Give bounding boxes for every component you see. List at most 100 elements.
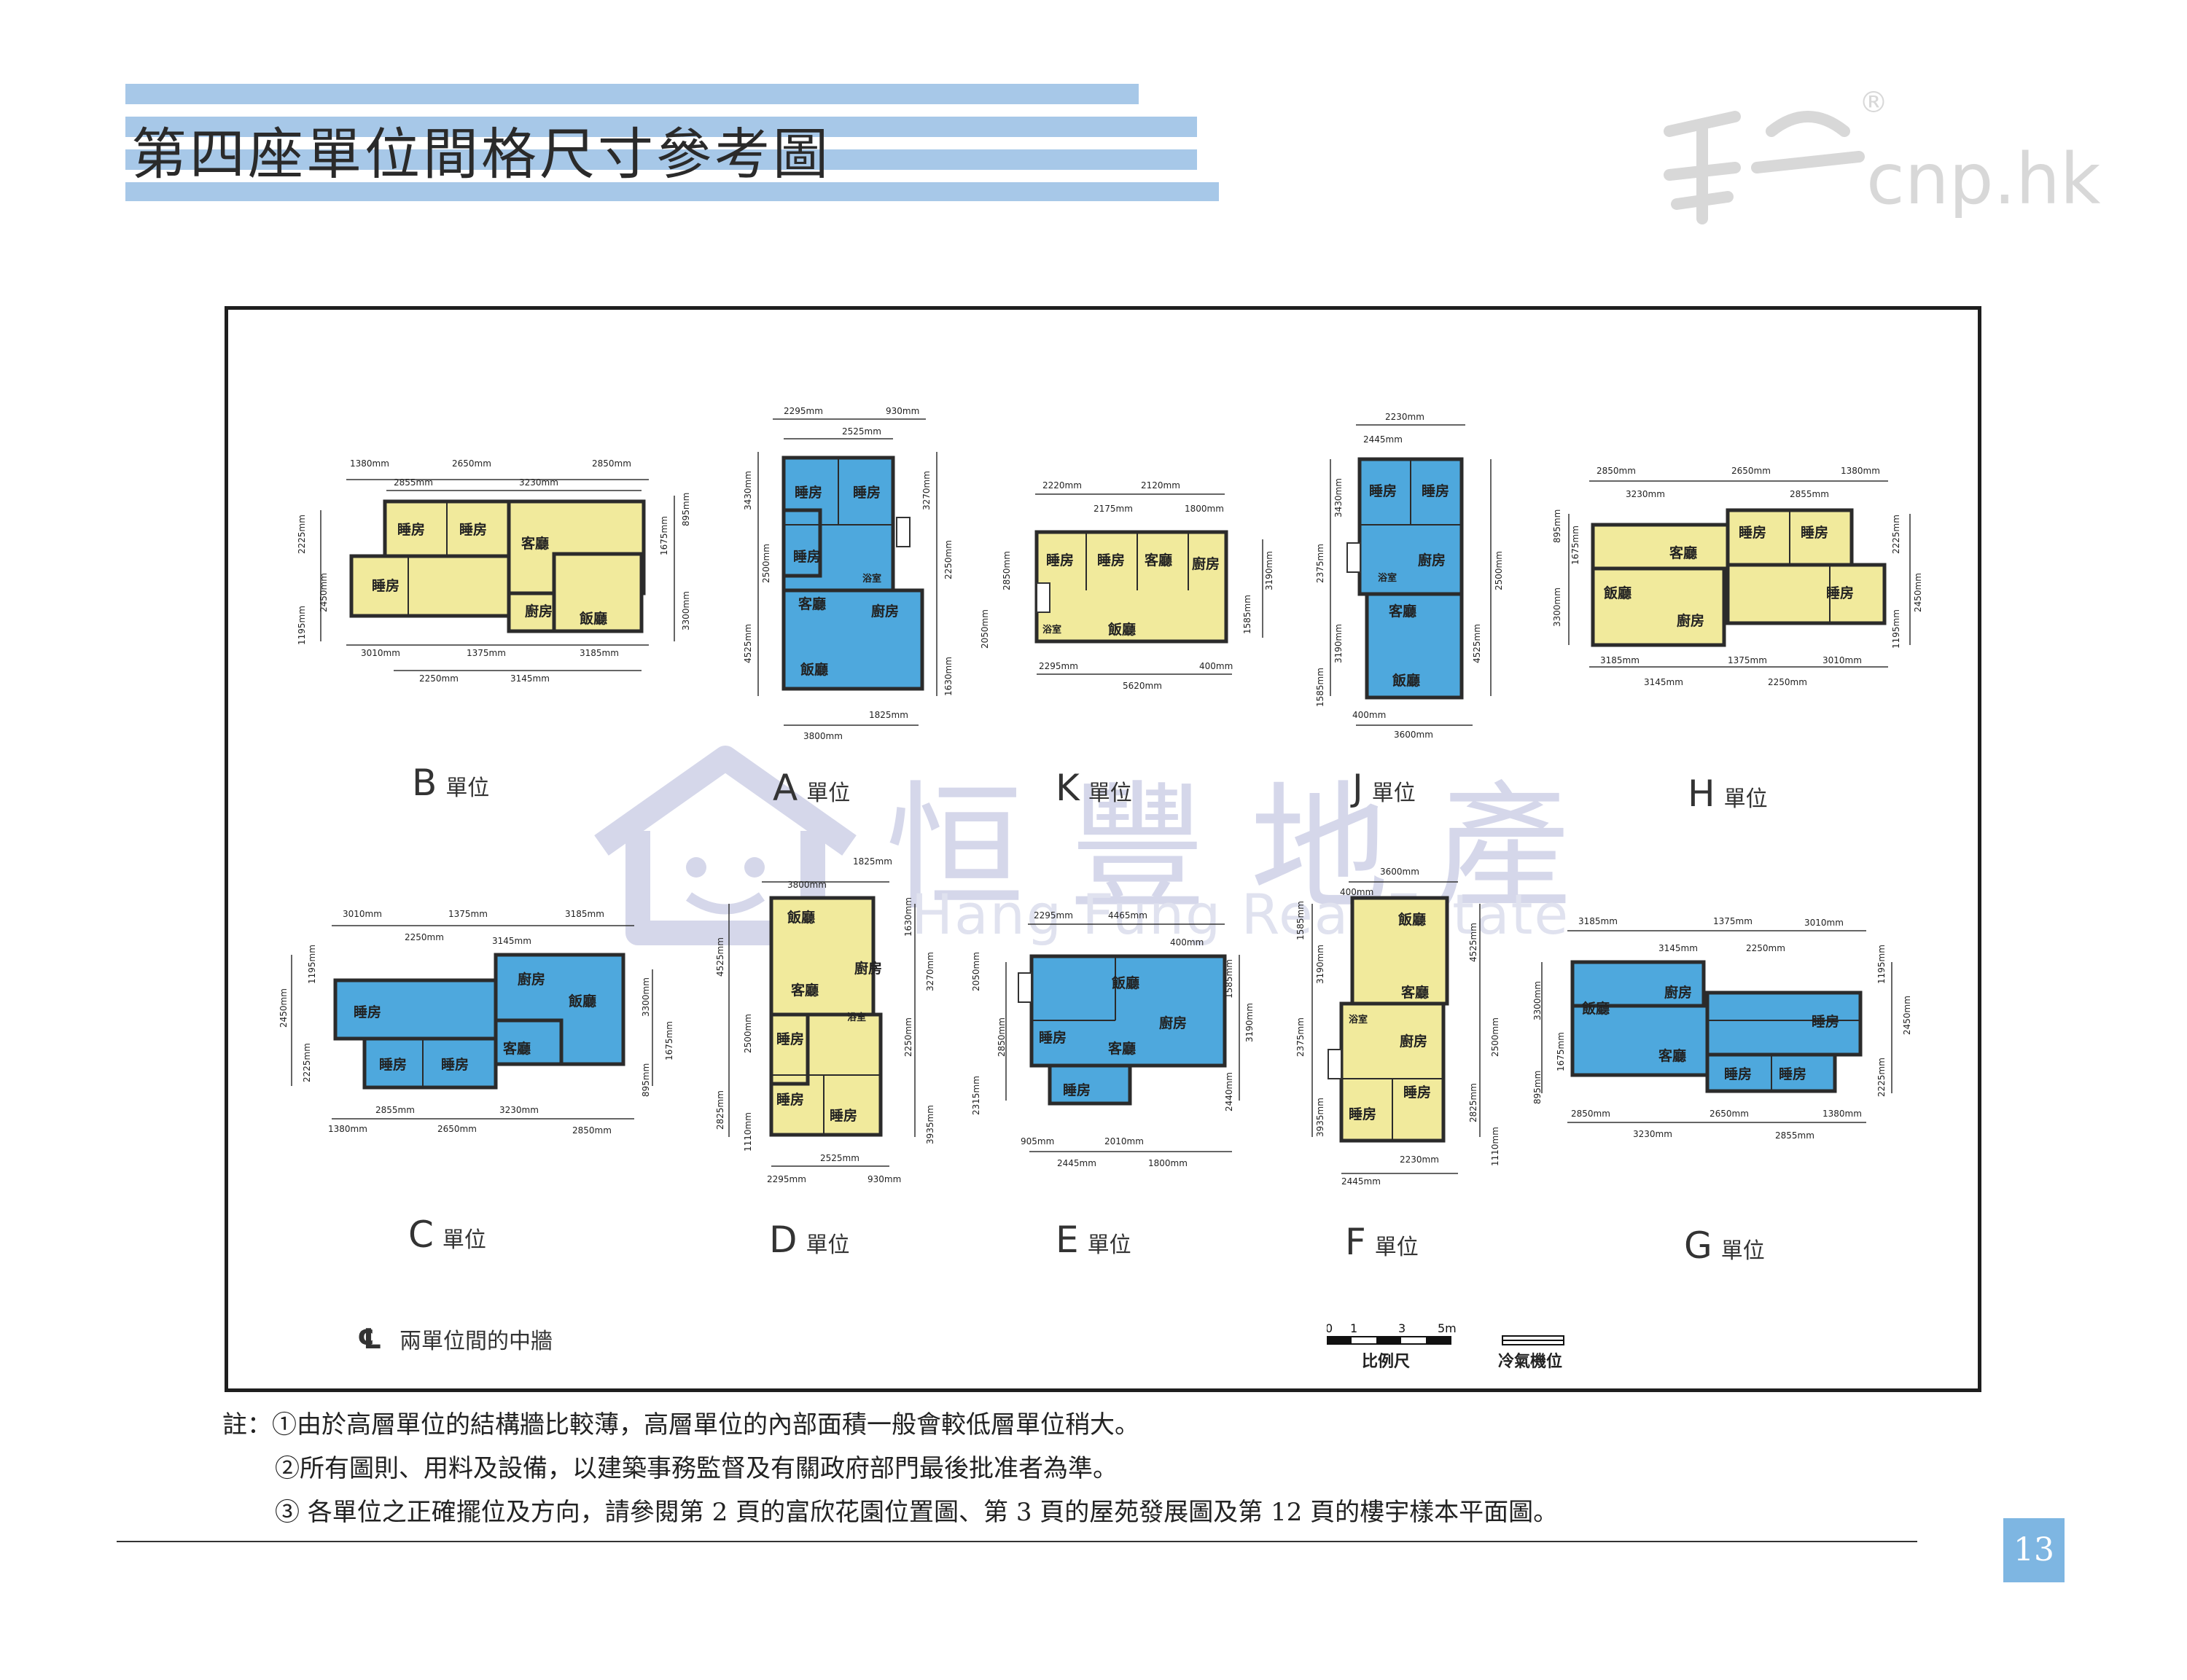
dim-h-16: 2250mm [1768,677,1807,687]
room-f-bath: 浴室 [1349,1014,1368,1025]
room-a-bedroom-2: 睡房 [853,484,881,501]
dim-b-15: 895mm [681,493,691,526]
page-number-badge: 13 [2003,1518,2065,1582]
dim-j-2: 2445mm [1363,434,1403,445]
room-b-dining: 飯廳 [579,610,607,627]
footnotes: 註：①由於高層單位的結構牆比較薄，高層單位的內部面積一般會較低層單位稍大。 ②所… [222,1403,1558,1534]
room-h-dining: 飯廳 [1603,585,1632,601]
dim-a-10: 1825mm [869,710,908,720]
room-b-kitchen: 廚房 [525,603,553,620]
dim-f-7: 4525mm [1468,923,1478,962]
dim-d-2: 3800mm [787,880,827,890]
room-g-bedroom-2: 睡房 [1724,1066,1752,1082]
header-stripe-4 [125,182,1219,201]
room-f-living: 客廳 [1401,984,1429,1001]
room-h-bedroom-1: 睡房 [1739,524,1766,541]
dim-b-5: 3230mm [519,477,558,488]
dim-f-9: 2825mm [1468,1083,1478,1122]
dim-h-13: 1375mm [1728,655,1767,665]
dim-c-6: 1195mm [307,945,317,984]
floorplan-unit-e [1029,954,1227,1106]
page-title: 第四座單位間格尺寸參考圖 [131,122,831,187]
dim-b-16: 3300mm [681,591,691,630]
note-1: 註：①由於高層單位的結構牆比較薄，高層單位的內部面積一般會較低層單位稍大。 [222,1410,1139,1439]
dim-f-6: 3935mm [1315,1098,1325,1137]
note-3: ③ 各單位之正確擺位及方向，請參閱第 2 頁的富欣花園位置圖、第 3 頁的屋苑發… [275,1498,1559,1527]
dim-b-1: 1380mm [350,458,389,469]
room-k-bedroom-1: 睡房 [1046,552,1074,569]
dim-c-3: 3185mm [565,909,604,919]
dim-a-1: 2295mm [784,406,823,416]
dim-e-6: 2315mm [971,1076,981,1115]
ac-legend-icon [1502,1335,1564,1345]
room-b-bedroom-3: 睡房 [372,577,399,594]
dim-j-8: 4525mm [1472,624,1482,663]
dim-d-11: 2525mm [820,1153,859,1163]
scale-bar: 0 1 3 5m [1327,1321,1457,1345]
dim-f-1: 3600mm [1380,867,1419,877]
header-stripe-1 [125,84,1139,104]
cnp-logo [1664,111,1865,224]
floorplan-unit-d [769,896,883,1137]
room-a-bath: 浴室 [862,573,881,585]
centerline-icon: ℄ [357,1323,383,1355]
room-j-kitchen: 廚房 [1418,552,1446,569]
logo-brand-text: cnp.hk [1866,138,2101,220]
dim-g-16: 2855mm [1775,1130,1814,1141]
floorplan-unit-k [1034,530,1228,644]
dim-g-12: 2850mm [1571,1109,1610,1119]
room-f-bedroom-1: 睡房 [1403,1084,1431,1101]
dim-b-7: 1375mm [467,648,506,658]
dim-b-10: 3145mm [510,673,550,684]
room-e-bedroom-1: 睡房 [1039,1029,1067,1046]
room-a-bedroom-1: 睡房 [795,484,822,501]
room-k-living: 客廳 [1145,552,1172,569]
dim-k-5: 2850mm [1002,551,1012,590]
room-e-living: 客廳 [1108,1040,1136,1057]
dim-h-3: 1380mm [1841,466,1880,476]
dim-f-12: 2445mm [1341,1176,1381,1187]
ac-legend-label: 冷氣機位 [1498,1353,1563,1371]
dim-d-7: 1630mm [903,897,913,937]
room-a-living: 客廳 [798,595,826,612]
room-g-dining: 飯廳 [1581,1000,1610,1017]
room-d-living: 客廳 [791,982,819,999]
dim-k-4: 1800mm [1185,504,1224,514]
dim-k-9: 2295mm [1039,661,1078,671]
dim-a-6: 4525mm [743,624,753,663]
registered-mark: ® [1859,86,1888,120]
dim-d-12: 2295mm [767,1174,806,1184]
dim-c-2: 1375mm [448,909,488,919]
dim-f-2: 400mm [1340,887,1373,897]
room-c-bedroom-1: 睡房 [354,1004,381,1020]
dim-g-2: 1375mm [1713,916,1753,926]
room-c-dining: 飯廳 [568,993,596,1009]
dim-c-9: 3300mm [641,977,651,1017]
dim-b-11: 2225mm [297,515,307,554]
dim-h-8: 3300mm [1552,587,1562,627]
dim-j-7: 2500mm [1494,551,1504,590]
room-a-bedroom-3: 睡房 [793,548,821,565]
dim-k-6: 2050mm [980,609,990,649]
dim-b-8: 3185mm [580,648,619,658]
dim-g-10: 2450mm [1902,996,1912,1035]
dim-h-5: 2855mm [1790,489,1829,499]
room-b-bedroom-2: 睡房 [459,521,487,538]
dim-d-5: 2825mm [715,1090,725,1130]
dim-k-2: 2120mm [1141,480,1180,491]
dim-g-4: 3145mm [1658,943,1698,953]
dim-b-9: 2250mm [419,673,459,684]
dim-a-7: 2250mm [943,540,954,579]
dim-g-9: 1195mm [1876,945,1887,984]
dim-e-5: 2850mm [997,1017,1007,1057]
room-e-bedroom-2: 睡房 [1063,1082,1091,1098]
dim-g-8: 895mm [1532,1071,1543,1104]
dim-c-1: 3010mm [343,909,382,919]
dim-e-1: 2295mm [1034,910,1073,921]
